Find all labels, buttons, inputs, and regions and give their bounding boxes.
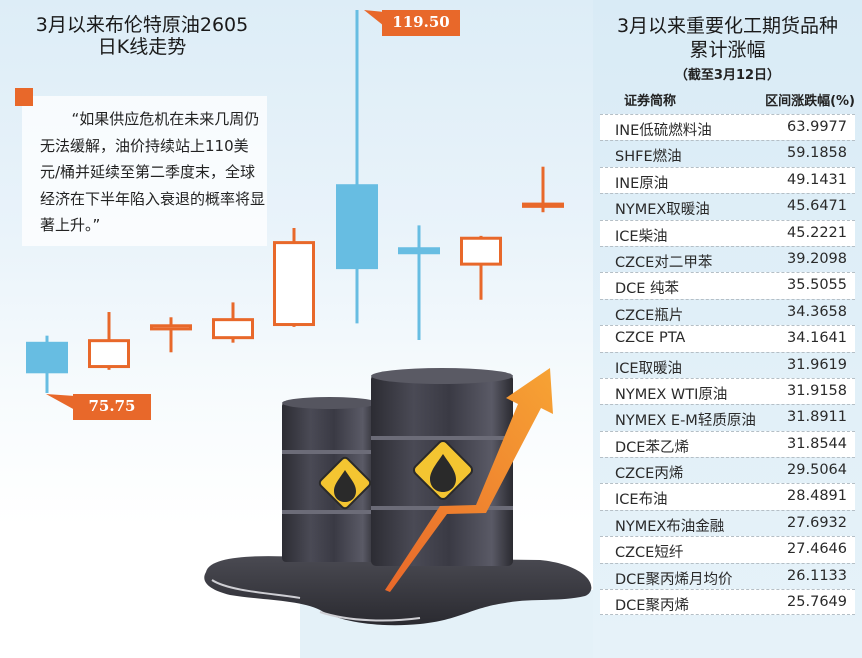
table-row: CZCE瓶片 34.3658: [600, 298, 855, 325]
row-value: 29.5064: [787, 462, 847, 479]
candlestick-chart: [26, 10, 592, 626]
row-value: 39.2098: [787, 250, 847, 267]
row-name: NYMEX WTI原油: [615, 386, 728, 403]
high-label-pointer: [364, 10, 384, 26]
table-row: DCE 纯苯 35.5055: [600, 272, 855, 299]
row-value: 34.3658: [787, 303, 847, 320]
low-label-pointer: [46, 394, 75, 410]
table-row: CZCE PTA 34.1641: [600, 325, 855, 352]
header-name: 证券简称: [624, 94, 677, 109]
table-row: CZCE短纤 27.4646: [600, 536, 855, 563]
chart-title-line2: 日K线走势: [97, 36, 187, 58]
oil-barrels-illustration: [204, 368, 592, 626]
header-value: 区间涨跌幅(%): [765, 94, 855, 109]
row-name: ICE布油: [615, 492, 668, 509]
row-value: 49.1431: [787, 171, 847, 188]
table-row: INE低硫燃料油 63.9977: [600, 114, 855, 141]
candles-group: [26, 10, 564, 393]
quote-marker-icon: [15, 88, 33, 106]
row-name: NYMEX E-M轻质原油: [615, 413, 756, 430]
candle-body: [522, 202, 564, 208]
table-title: 3月以来重要化工期货品种 累计涨幅: [593, 14, 862, 62]
rising-arrow-icon: [385, 368, 553, 592]
row-value: 31.8911: [787, 409, 847, 426]
candle-body: [273, 241, 315, 327]
quote-box: [22, 96, 267, 246]
row-value: 31.9158: [787, 382, 847, 399]
candle-body: [26, 341, 68, 374]
row-value: 63.9977: [787, 119, 847, 135]
quote-text: “如果供应危机在未来几周仍无法缓解，油价持续站上110美元/桶并延续至第二季度末…: [40, 110, 266, 234]
table-row: CZCE对二甲苯 39.2098: [600, 245, 855, 272]
row-value: 27.6932: [787, 514, 847, 531]
oil-puddle: [204, 556, 592, 626]
row-value: 34.1641: [787, 330, 847, 347]
table-row: INE原油 49.1431: [600, 166, 855, 194]
chart-title: 3月以来布伦特原油2605 日K线走势: [22, 14, 262, 58]
low-price-label: 75.75: [73, 394, 151, 420]
row-value: 25.7649: [787, 594, 847, 611]
row-name: NYMEX布油金融: [615, 518, 725, 535]
row-name: DCE聚丙烯月均价: [615, 571, 733, 588]
candle-body: [150, 324, 192, 331]
row-name: CZCE短纤: [615, 545, 684, 562]
row-value: 45.2221: [787, 224, 847, 241]
row-name: DCE苯乙烯: [615, 439, 689, 456]
row-name: INE低硫燃料油: [615, 123, 712, 139]
table-row: ICE取暖油 31.9619: [600, 351, 855, 378]
table-row: DCE聚丙烯 25.7649: [600, 589, 855, 616]
table-row: SHFE燃油 59.1858: [600, 140, 855, 166]
candle-body: [336, 184, 378, 270]
row-name: CZCE丙烯: [615, 466, 684, 483]
row-name: DCE聚丙烯: [615, 598, 689, 615]
table-title-line2: 累计涨幅: [689, 39, 766, 61]
row-name: SHFE燃油: [615, 149, 682, 166]
table-row: CZCE丙烯 29.5064: [600, 457, 855, 483]
table-row: ICE布油 28.4891: [600, 483, 855, 510]
table-title-line1: 3月以来重要化工期货品种: [616, 15, 839, 37]
row-name: DCE 纯苯: [615, 281, 680, 298]
table-row: NYMEX WTI原油 31.9158: [600, 377, 855, 405]
row-name: NYMEX取暖油: [615, 202, 710, 219]
table-row: ICE柴油 45.2221: [600, 219, 855, 246]
row-name: CZCE PTA: [615, 330, 686, 347]
row-value: 45.6471: [787, 198, 847, 215]
high-price-label: 119.50: [382, 10, 460, 36]
row-name: INE原油: [615, 175, 669, 192]
row-value: 59.1858: [787, 145, 847, 162]
table-row: DCE苯乙烯 31.8544: [600, 430, 855, 458]
table-subtitle: （截至3月12日）: [674, 68, 781, 83]
table-row: NYMEX E-M轻质原油 31.8911: [600, 404, 855, 430]
table-header: 证券简称 区间涨跌幅(%): [593, 88, 855, 112]
row-name: ICE取暖油: [615, 360, 683, 377]
row-value: 27.4646: [787, 541, 847, 558]
table-row: NYMEX布油金融 27.6932: [600, 509, 855, 536]
row-value: 35.5055: [787, 277, 847, 294]
candle-body: [88, 339, 130, 369]
row-name: CZCE瓶片: [615, 307, 684, 324]
table-row: DCE聚丙烯月均价 26.1133: [600, 562, 855, 589]
row-value: 31.9619: [787, 356, 847, 373]
row-name: ICE柴油: [615, 228, 668, 245]
candle-body: [460, 236, 502, 266]
table-row: NYMEX取暖油 45.6471: [600, 193, 855, 219]
chart-title-line1: 3月以来布伦特原油2605: [35, 14, 249, 36]
candle-body: [212, 318, 254, 340]
row-value: 28.4891: [787, 488, 847, 505]
row-name: CZCE对二甲苯: [615, 254, 713, 271]
candle-body: [398, 247, 440, 255]
row-value: 31.8544: [787, 435, 847, 452]
row-value: 26.1133: [787, 567, 847, 584]
